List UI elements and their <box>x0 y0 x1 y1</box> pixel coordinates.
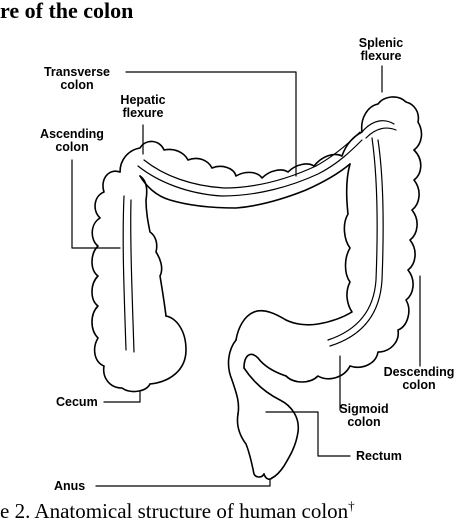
label-sigmoid-colon: Sigmoid colon <box>339 402 389 429</box>
label-anus: Anus <box>54 479 86 493</box>
label-transverse-colon: Transverse colon <box>43 65 111 92</box>
transverse-colon-upper <box>119 96 423 179</box>
leader-anus <box>95 479 271 487</box>
label-cecum: Cecum <box>56 395 98 409</box>
leader-lines <box>71 65 421 487</box>
rectum-right-wall <box>243 367 300 479</box>
figure-caption: e 2. Anatomical structure of human colon… <box>0 498 355 523</box>
label-ascending-colon: Ascending colon <box>40 127 104 154</box>
label-rectum: Rectum <box>356 449 402 463</box>
caption-mark: † <box>348 498 355 513</box>
transverse-colon-lower <box>139 163 351 209</box>
cecum-pouch <box>149 315 187 385</box>
label-descending-colon: Descending colon <box>383 365 455 392</box>
leader-cecum <box>103 391 141 403</box>
label-hepatic-flexure: Hepatic flexure <box>120 93 166 120</box>
sigmoid-colon-lower <box>243 353 287 377</box>
leader-transverse <box>125 71 297 177</box>
leader-rectum <box>265 411 351 457</box>
descending-colon-inner <box>285 163 353 326</box>
ascending-colon-inner-wall <box>139 175 167 317</box>
anus-outline <box>263 473 273 480</box>
rectum-left-wall <box>236 413 265 478</box>
ascending-colon-outline <box>91 170 151 393</box>
page-title: re of the colon <box>0 0 134 23</box>
leader-ascending <box>71 159 121 249</box>
descending-colon-outer <box>285 149 422 383</box>
sigmoid-colon-upper <box>235 309 287 341</box>
label-splenic-flexure: Splenic flexure <box>358 36 404 63</box>
